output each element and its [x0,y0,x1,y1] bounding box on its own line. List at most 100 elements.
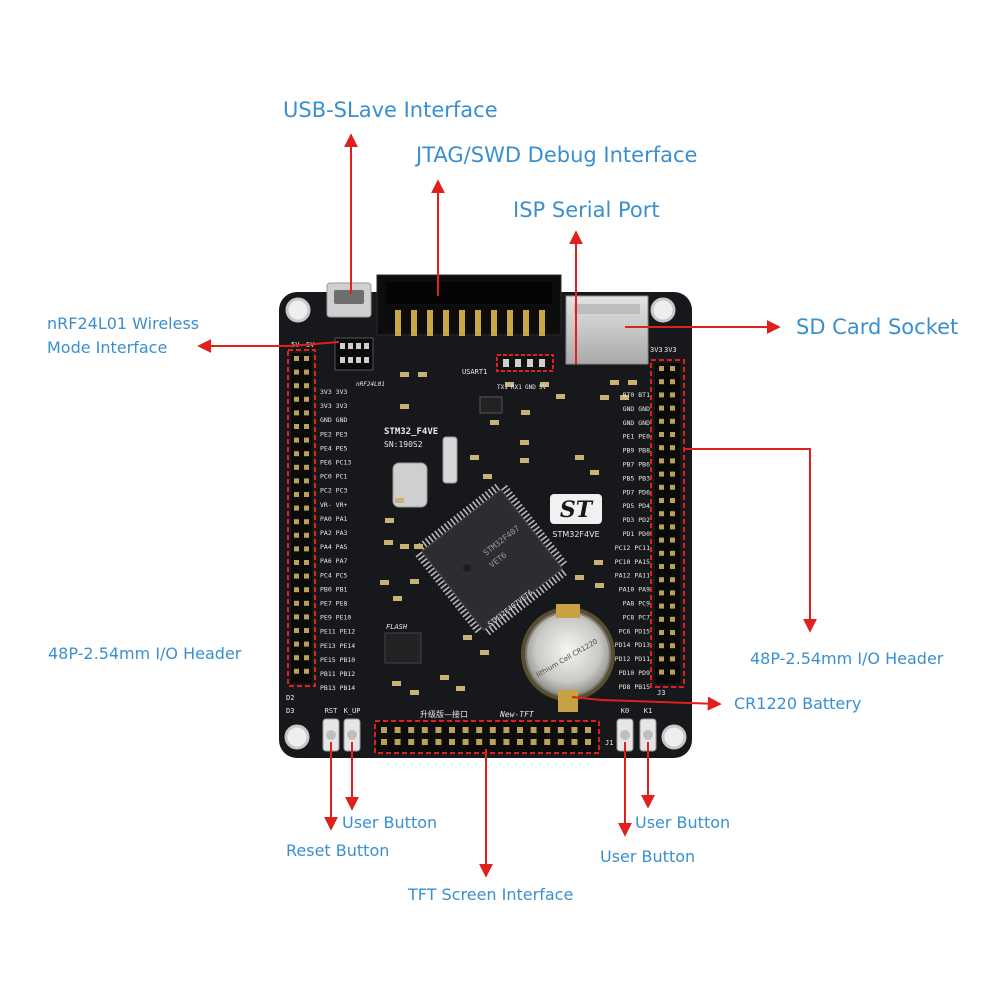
smd-component [620,395,629,400]
mcu-lead [474,627,482,634]
jtag-pin [507,310,513,336]
left-header-pin [304,655,309,661]
usart-pin [539,359,545,367]
mcu-lead [481,493,488,501]
left-header-pin [304,600,309,606]
right-header-pin [659,511,664,517]
right-header-pin [670,379,675,385]
mcu-lead [557,571,564,579]
right-header-pin [659,392,664,398]
mcu-lead [462,611,470,618]
tft-pin [571,727,578,733]
mcu-lead [557,557,565,564]
jtag-pin [475,310,481,336]
tft-pin [476,727,483,733]
usart-pin [503,359,509,367]
left-header-outline [287,349,316,687]
mcu-lead [484,491,491,499]
jtag-pin [427,310,433,336]
battery-label: CR1220 Battery [734,694,862,713]
smd-component [480,650,489,655]
smd-component [540,382,549,387]
mcu-lead [427,567,436,574]
left-pin-label: PA4 PA5 [320,543,347,551]
left-header-pin [304,464,309,470]
mcu-lead [522,598,529,606]
right-header-pin [659,537,664,543]
mcu-lead [525,516,533,523]
left-header-pin [304,356,309,361]
right-header-pin [659,590,664,596]
left-header-pin [294,356,299,361]
tft-pin [394,727,401,733]
right-header-pin [659,432,664,437]
left-pin-label: PE2 PE3 [320,430,347,438]
right-header-pin [670,590,675,596]
io-header-right [655,363,680,684]
mcu-lead [515,503,523,510]
right-pin-label: BT0 BT1 [623,391,650,399]
header-corner-label: J1 [605,739,613,747]
left-pin-label: PA6 PA7 [320,557,347,565]
tft-pin [421,739,428,745]
mcu-lead [475,498,482,506]
tft-pin [503,739,510,745]
mcu-lead [484,627,492,636]
right-pin-label: PD7 PD6 [623,488,650,496]
mcu-lead [535,529,543,536]
tft-pin [585,739,591,745]
isp-serial-label: ISP Serial Port [513,198,660,222]
left-pin-label: PE11 PE12 [320,628,355,636]
tft-pin [544,739,551,745]
smd-component [505,382,514,387]
left-pin-label: PC4 PC5 [320,571,347,579]
right-header-pin [659,630,664,635]
io-header-left [291,353,312,683]
header-corner-label: D3 [286,707,294,715]
right-header-pin [659,603,664,609]
right-header-pin [670,432,675,437]
mcu-lead [440,582,448,590]
mcu-lead [472,500,479,509]
flash-chip [384,632,422,664]
mcu-lead [500,615,507,623]
mcu-lead [456,513,463,521]
right-header-pin [670,656,675,662]
left-header-pin [294,573,299,579]
left-header-pin [294,410,299,416]
serial-pin-label: RX1 [511,384,522,391]
mcu-lead [529,593,536,601]
right-header-body [655,363,680,684]
io-header-right-label: 48P-2.54mm I/O Header [750,649,944,668]
mcu-lead [520,510,528,517]
tft-pin [530,727,537,733]
left-header-pin [304,532,309,538]
tft-pin [394,739,401,745]
smd-component [440,675,449,680]
right-pin-label: PA10 PA9 [619,586,650,594]
right-pin-label: PC6 PD15 [619,627,650,635]
left-pin-label: GND GND [320,416,347,424]
mcu-lead [431,533,438,541]
right-pin-label: GND GND [623,405,650,413]
stm32-mcu [415,483,568,636]
mcu-lead [464,614,473,621]
mcu-lead [542,538,550,545]
left-pin-label: 3V3 3V3 [320,402,347,410]
tft-pin [435,727,442,733]
st-logo [550,494,602,524]
mcu-lead [424,537,431,546]
right-header-pin [659,564,664,569]
right-pin-label: PB7 PB6 [623,461,650,469]
smd-component [463,635,472,640]
right-pin-label: PD14 PD13 [615,641,650,649]
right-header-pin [670,366,675,371]
mcu-lead [516,603,523,611]
right-header-pin [670,564,675,569]
nrf-arrow [197,339,340,353]
left-pin-label: 3V3 3V3 [320,388,347,396]
smd-component [575,575,584,580]
mcu-lead [512,500,521,507]
tft-pin [449,739,455,745]
new-tft-label: New-TFT [499,710,535,719]
